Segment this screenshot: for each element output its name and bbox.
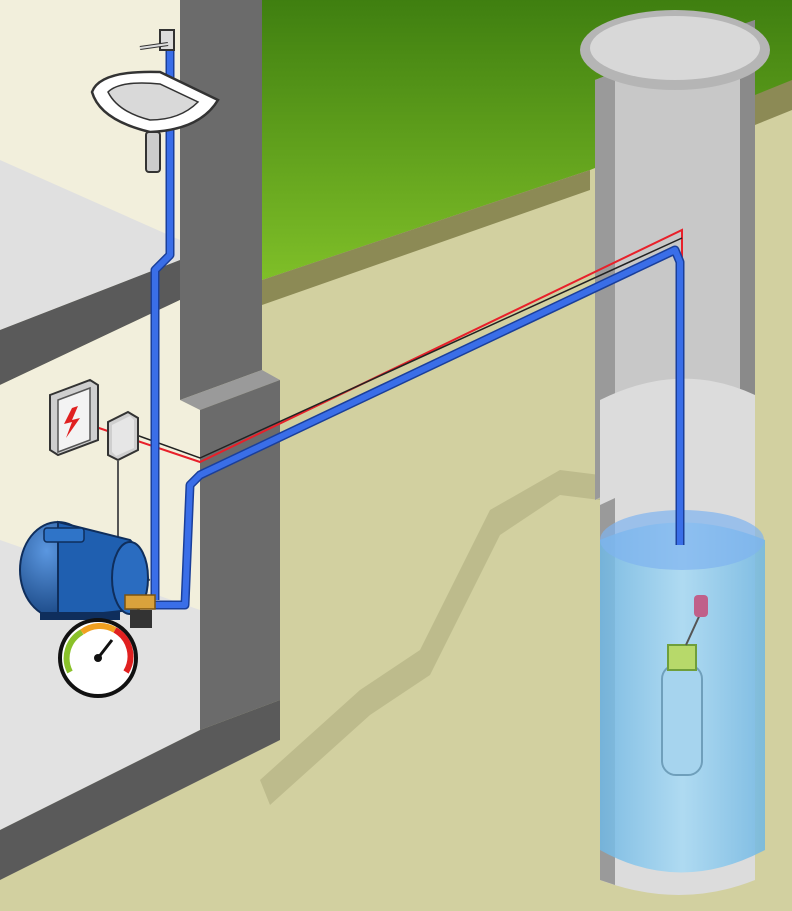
float-switch-icon bbox=[694, 595, 708, 617]
basement-wall bbox=[200, 380, 280, 730]
house-outer-wall bbox=[180, 0, 262, 400]
junction-box-icon bbox=[108, 412, 138, 460]
gauge-icon bbox=[60, 620, 136, 696]
lightning-bolt-icon bbox=[50, 380, 98, 455]
pump-head bbox=[668, 645, 696, 670]
pump-icon bbox=[662, 665, 702, 775]
pipe-fitting bbox=[125, 595, 155, 609]
check-valve bbox=[130, 610, 152, 628]
